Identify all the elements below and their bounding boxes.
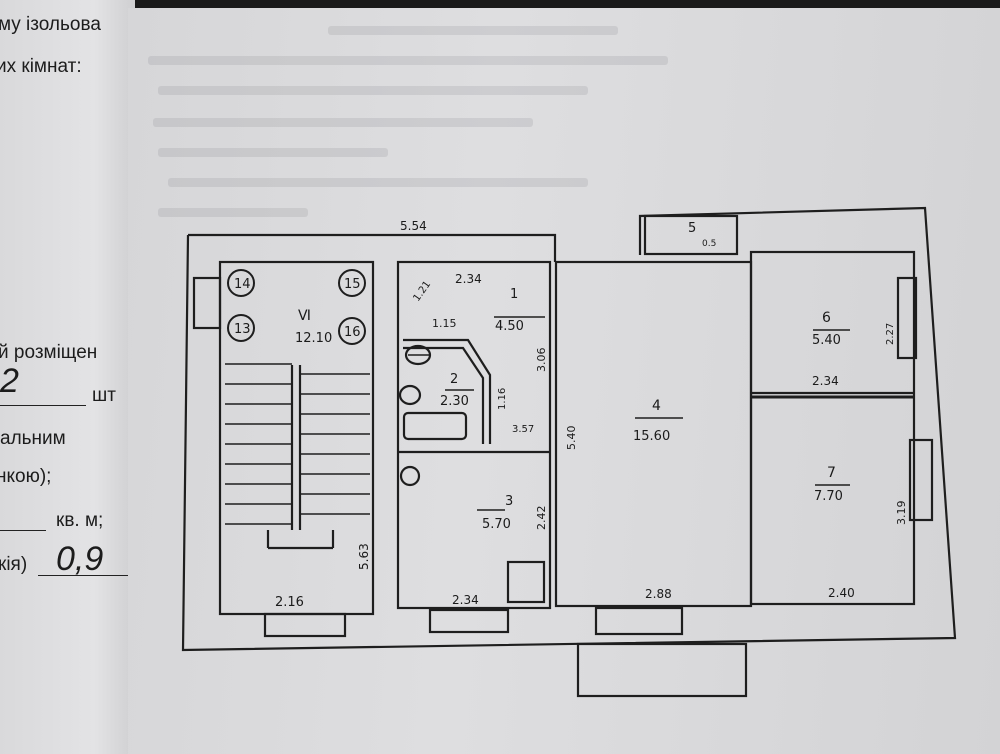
- circle-label-14: 14: [234, 277, 251, 292]
- text-line-4: шт: [92, 385, 116, 406]
- circle-label-13: 13: [234, 322, 251, 337]
- dim-top: 5.54: [400, 219, 427, 233]
- room-6-number: 6: [822, 310, 831, 326]
- room-2-dim-side: 1.16: [497, 388, 508, 410]
- room-7-dim-side: 3.19: [895, 501, 908, 526]
- room-1-dim-small: 1.15: [432, 317, 457, 330]
- room-2-number: 2: [450, 372, 458, 387]
- room-6-dim-side: 2.27: [885, 323, 896, 345]
- stairwell-length: 5.63: [357, 543, 371, 570]
- floor-plan-page: [128, 8, 1000, 754]
- text-line-6: нкою);: [0, 466, 52, 487]
- room-3-dim-side: 2.42: [535, 506, 548, 531]
- circle-15: [338, 269, 366, 297]
- stairwell-number: Ⅵ: [298, 308, 311, 324]
- room-4-dim-side: 5.40: [565, 426, 578, 451]
- room-7-number: 7: [827, 465, 836, 481]
- room-5-number: 5: [688, 221, 696, 236]
- stairwell-width: 2.16: [275, 595, 304, 610]
- room-2-area: 2.30: [440, 394, 469, 409]
- room-3-area: 5.70: [482, 517, 511, 532]
- underline-value: [38, 575, 135, 576]
- text-line-2: их кімнат:: [0, 56, 82, 77]
- text-line-3: й розміщен: [0, 342, 98, 363]
- handwritten-count: 2: [0, 362, 19, 400]
- room-3-dim-bottom: 2.34: [452, 593, 479, 607]
- room-1-dim-top: 2.34: [455, 272, 482, 286]
- room-1-dim-diag: 1.21: [411, 279, 433, 304]
- room-1-number: 1: [510, 287, 518, 302]
- room-1-area: 4.50: [495, 319, 524, 334]
- handwritten-value: 0,9: [56, 540, 104, 578]
- text-line-1: му ізольова: [0, 14, 101, 35]
- room-7-dim-bottom: 2.40: [828, 586, 855, 600]
- circle-label-16: 16: [344, 325, 361, 340]
- circle-label-15: 15: [344, 277, 361, 292]
- room-6-dim-bottom: 2.34: [812, 374, 839, 388]
- circle-16: [338, 317, 366, 345]
- underline-count: [0, 405, 86, 406]
- room-4-area: 15.60: [633, 429, 670, 444]
- room-4-number: 4: [652, 398, 661, 414]
- circle-14: [227, 269, 255, 297]
- room-1-dim-side: 3.06: [535, 348, 548, 373]
- circle-13: [227, 314, 255, 342]
- room-3-number: 3: [505, 494, 513, 509]
- text-line-8: кія): [0, 554, 28, 575]
- stairwell-area: 12.10: [295, 331, 332, 346]
- left-document-page: му ізольова их кімнат: й розміщен 2 шт а…: [0, 0, 135, 754]
- room-4-dim-bottom: 2.88: [645, 587, 672, 601]
- text-line-5: альним: [0, 428, 66, 449]
- room-2-dim-small: 3.57: [512, 424, 534, 435]
- underline-area: [0, 530, 46, 531]
- room-5-area: 0.5: [702, 239, 716, 249]
- room-6-area: 5.40: [812, 333, 841, 348]
- room-7-area: 7.70: [814, 489, 843, 504]
- text-line-7: кв. м;: [56, 510, 104, 531]
